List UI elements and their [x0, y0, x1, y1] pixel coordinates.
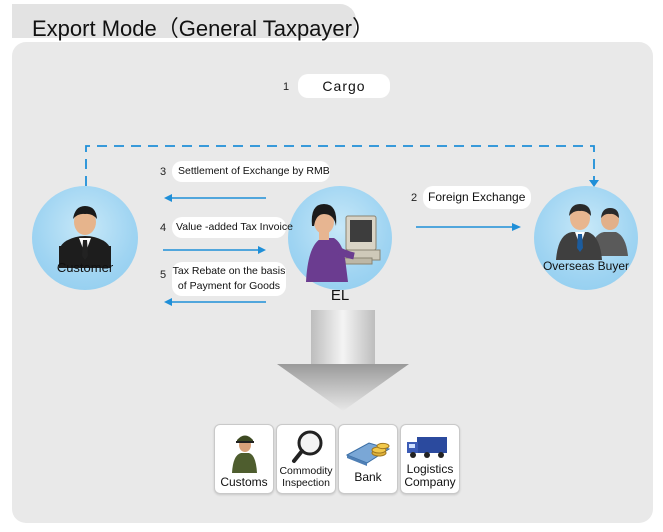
flow-5-label-line1: Tax Rebate on the basis: [172, 265, 286, 277]
flow-3-arrowhead: [164, 194, 172, 202]
title-tab: Export Mode（General Taxpayer）: [12, 4, 374, 41]
service-label-commodity-line2: Inspection: [282, 477, 330, 489]
step-2-number: 2: [407, 191, 421, 205]
flow-2-arrowhead: [512, 223, 521, 231]
cargo-label: Cargo: [298, 74, 390, 98]
down-arrow-shaft: [311, 310, 375, 366]
flow-3-label: Settlement of Exchange by RMB: [172, 161, 330, 182]
overseas-buyer-node: [534, 186, 638, 290]
flow-5-label-line2: of Payment for Goods: [177, 280, 281, 292]
magnifier-icon: [292, 430, 323, 463]
service-label-logistics-line2: Company: [404, 475, 456, 489]
flow-2-label: Foreign Exchange: [423, 186, 531, 209]
business-group-icon: [556, 204, 628, 260]
down-arrow-head: [277, 364, 409, 411]
customer-node: [32, 186, 138, 290]
service-label-commodity-inspection: Commodity Inspection: [277, 465, 335, 489]
service-label-logistics: Logistics Company: [401, 463, 459, 489]
service-tile-customs: Customs: [214, 424, 274, 494]
service-tile-bank: Bank: [338, 424, 398, 494]
flow-5-label: Tax Rebate on the basis of Payment for G…: [172, 262, 286, 296]
el-label: EL: [330, 287, 350, 304]
overseas-buyer-label: Overseas Buyer: [542, 259, 630, 273]
businessman-icon: [59, 206, 111, 268]
operator-at-computer-icon: [306, 204, 381, 282]
service-label-logistics-line1: Logistics: [406, 462, 454, 476]
service-tile-commodity-inspection: Commodity Inspection: [276, 424, 336, 494]
cargo-dashed-route: [85, 145, 595, 186]
bank-icon: [345, 442, 391, 466]
flow-4-arrowhead: [258, 246, 266, 254]
service-label-commodity-line1: Commodity: [279, 465, 333, 477]
el-node: [288, 186, 392, 290]
step-3-number: 3: [156, 165, 170, 179]
step-4-number: 4: [156, 221, 170, 235]
service-label-bank: Bank: [354, 470, 382, 484]
cargo-route-arrowhead: [589, 180, 599, 187]
truck-icon: [407, 437, 447, 458]
step-5-number: 5: [156, 268, 170, 282]
step-1-number: 1: [279, 80, 293, 94]
service-tile-logistics: Logistics Company: [400, 424, 460, 494]
flow-4-label: Value -added Tax Invoice: [172, 217, 293, 238]
service-label-customs: Customs: [220, 475, 268, 489]
flow-5-arrowhead: [164, 298, 172, 306]
page-title: Export Mode（General Taxpayer）: [32, 16, 374, 41]
customs-officer-icon: [232, 435, 257, 473]
customer-label: Customer: [56, 260, 114, 275]
